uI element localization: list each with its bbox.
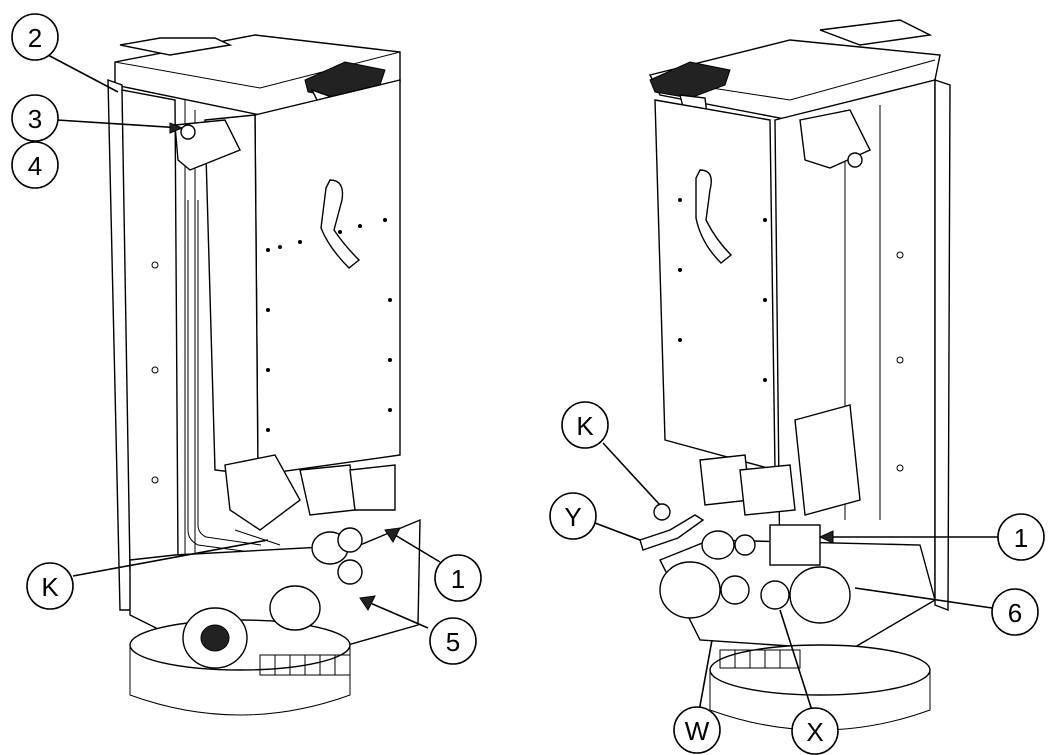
right-rear-panel — [654, 99, 776, 471]
left-rear-panel — [254, 79, 401, 476]
callout-w-label: W — [685, 716, 710, 746]
callout-1-left-label: 1 — [451, 564, 465, 594]
right-control-board — [794, 404, 861, 516]
right-view — [639, 19, 951, 731]
callout-3-label: 3 — [28, 104, 42, 134]
callout-5: 5 — [429, 617, 477, 665]
callout-4-label: 4 — [28, 151, 42, 181]
callout-k-right-label: K — [576, 411, 594, 441]
callout-6-label: 6 — [1008, 598, 1022, 628]
callout-y: Y — [549, 492, 597, 540]
callout-w: W — [673, 706, 721, 754]
callout-k-right: K — [561, 401, 609, 449]
callout-2: 2 — [11, 13, 59, 61]
callout-1-left: 1 — [434, 554, 482, 602]
callout-1-right: 1 — [997, 513, 1045, 561]
callout-k-left: K — [26, 562, 74, 610]
callout-2-label: 2 — [28, 23, 42, 53]
callout-y-label: Y — [564, 502, 581, 532]
callout-4: 4 — [11, 141, 59, 189]
callouts: 2 3 4 K 1 5 K Y — [11, 13, 1045, 755]
callout-5-label: 5 — [446, 627, 460, 657]
callout-k-left-label: K — [41, 572, 59, 602]
leader-lines — [47, 54, 998, 721]
left-view — [107, 34, 421, 716]
callout-6: 6 — [991, 588, 1039, 636]
callout-x: X — [791, 707, 839, 755]
callout-x-label: X — [806, 717, 823, 747]
callout-3: 3 — [11, 94, 59, 142]
right-lifting-handle — [649, 61, 731, 99]
callout-1-right-label: 1 — [1014, 523, 1028, 553]
